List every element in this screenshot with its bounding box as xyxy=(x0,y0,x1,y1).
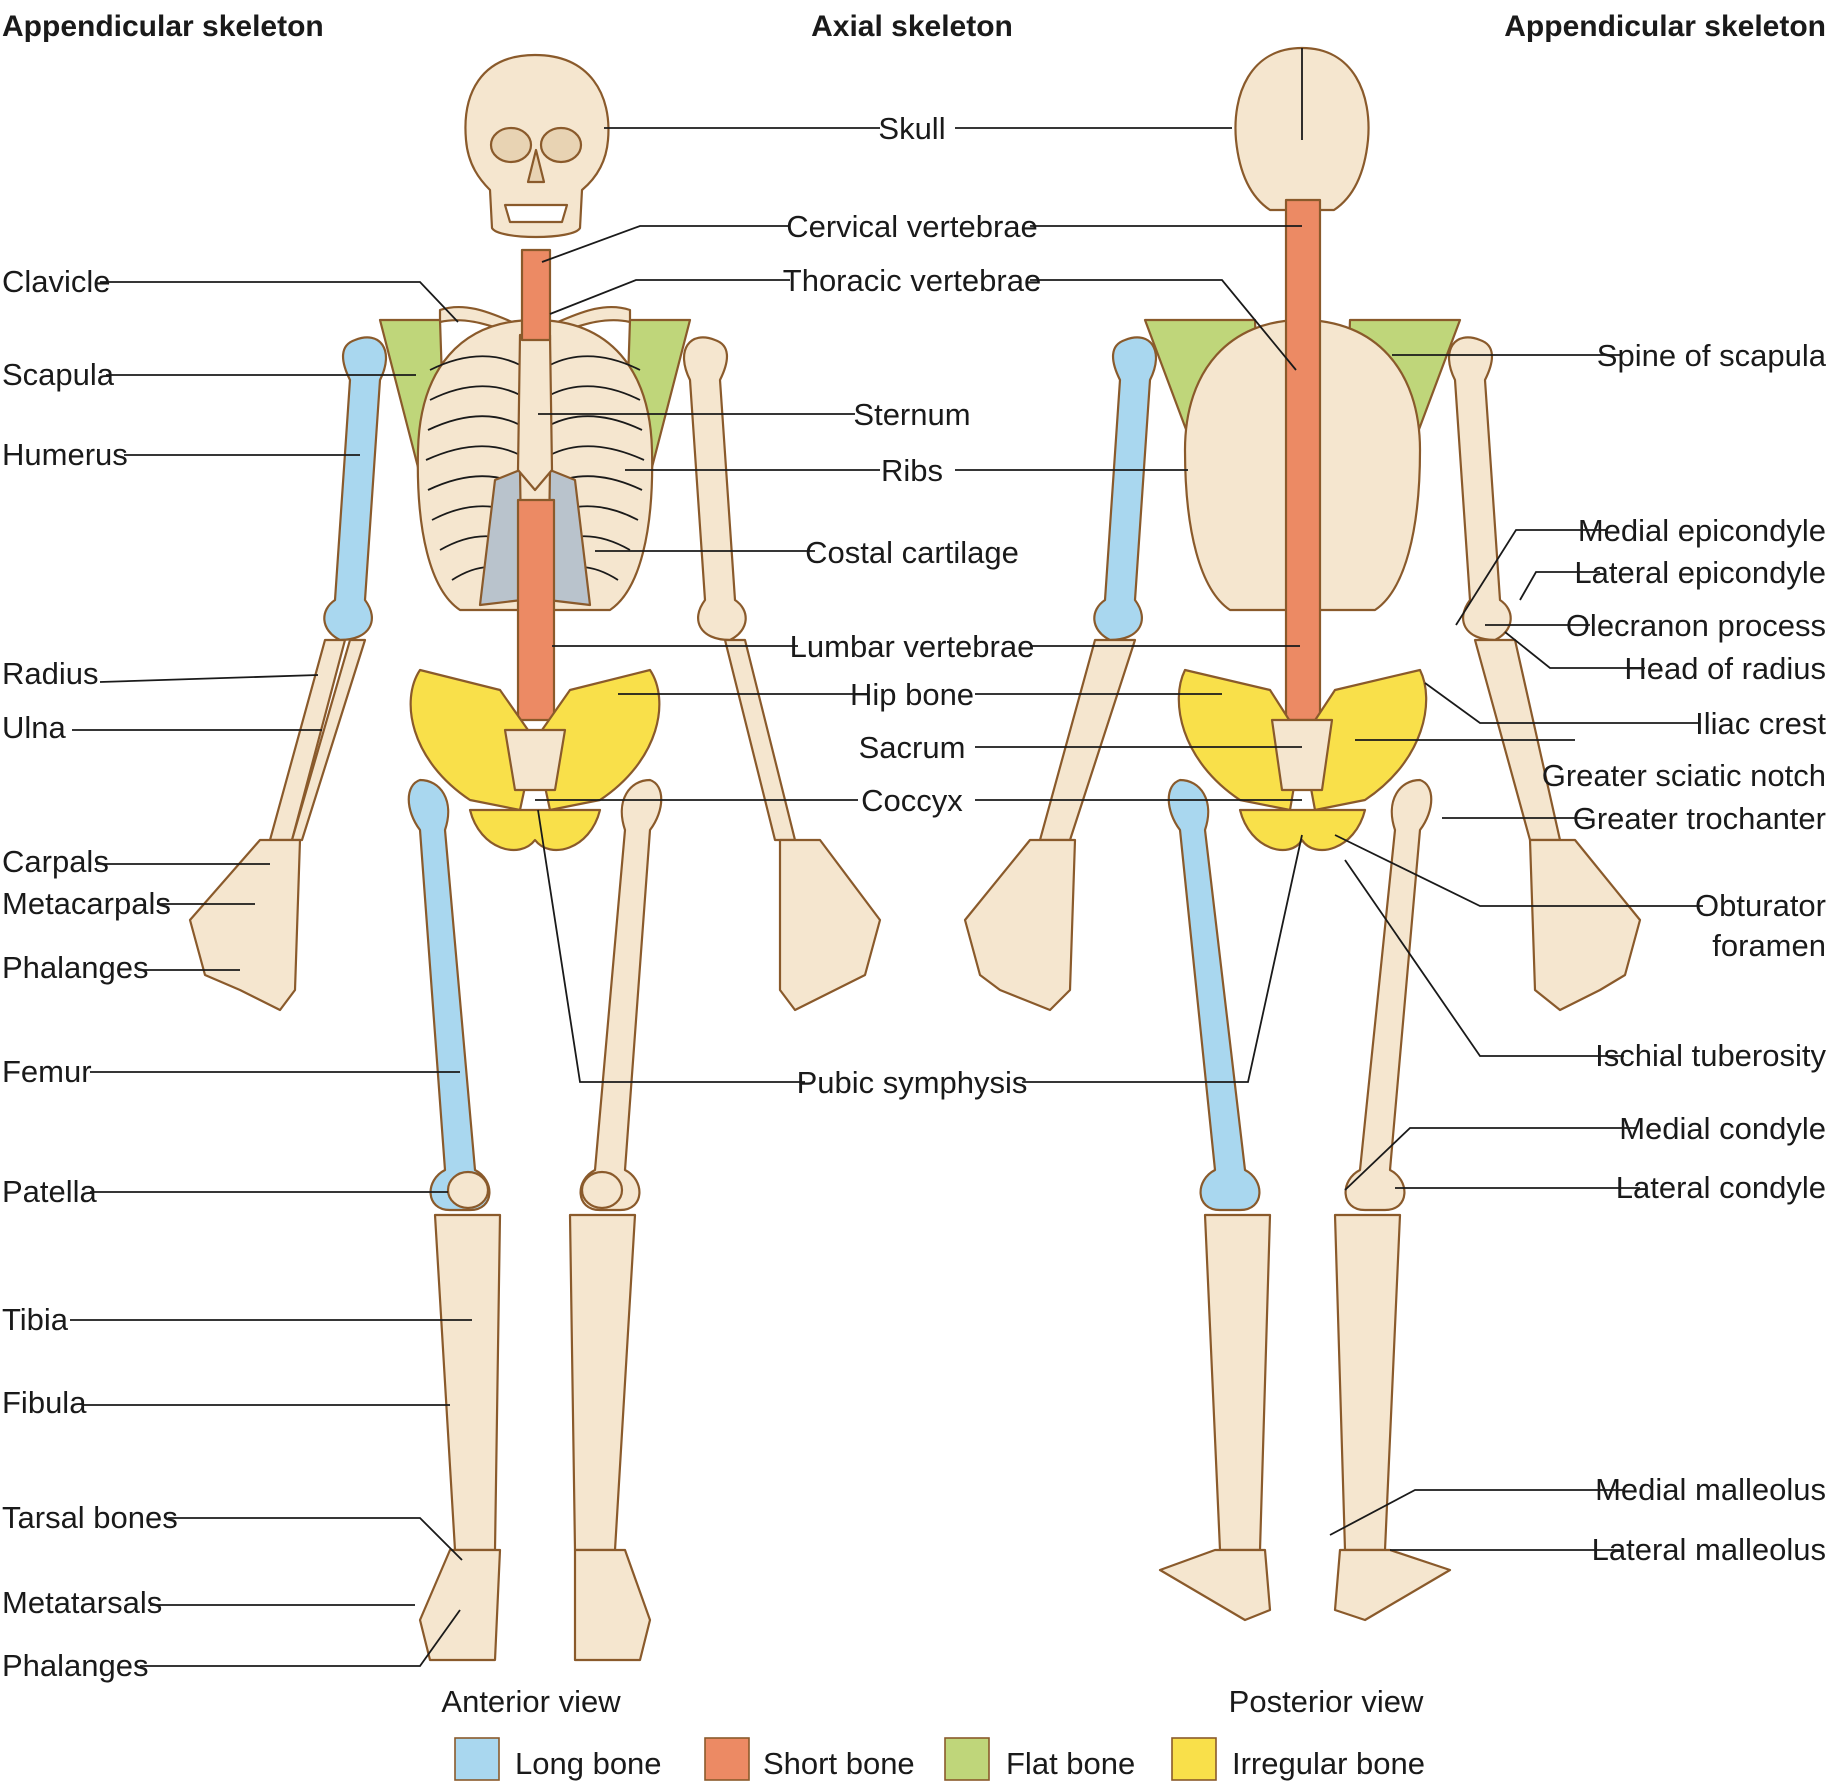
posterior-foot-left xyxy=(1158,1548,1272,1622)
label-ischial-tuberosity: Ischial tuberosity xyxy=(1595,1038,1826,1073)
anterior-leg-right xyxy=(568,1213,637,1552)
label-greater-sciatic-notch: Greater sciatic notch xyxy=(1542,758,1826,793)
legend-swatch-long-bone xyxy=(454,1737,500,1781)
label-pubic-symphysis: Pubic symphysis xyxy=(797,1065,1028,1100)
legend-label-flat-bone: Flat bone xyxy=(1006,1746,1135,1781)
posterior-humerus-right xyxy=(1447,336,1512,642)
label-radius: Radius xyxy=(2,656,99,691)
label-lateral-epicondyle: Lateral epicondyle xyxy=(1574,555,1826,590)
label-iliac-crest: Iliac crest xyxy=(1695,706,1826,741)
anterior-hand-right xyxy=(778,838,882,1012)
label-olecranon-process: Olecranon process xyxy=(1566,608,1826,643)
label-medial-condyle: Medial condyle xyxy=(1619,1111,1826,1146)
label-foramen: foramen xyxy=(1712,928,1826,963)
anterior-pelvis xyxy=(409,668,661,852)
legend-swatch-irregular-bone xyxy=(1171,1737,1217,1781)
caption-posterior-view: Posterior view xyxy=(1229,1684,1424,1719)
label-spine-of-scapula: Spine of scapula xyxy=(1597,338,1827,373)
anterior-foot-left xyxy=(418,1548,502,1662)
label-skull: Skull xyxy=(878,111,945,146)
legend-label-short-bone: Short bone xyxy=(763,1746,915,1781)
label-phalanges-hand: Phalanges xyxy=(2,950,149,985)
header-right: Appendicular skeleton xyxy=(1504,10,1826,43)
label-obturator: Obturator xyxy=(1695,888,1826,923)
label-greater-trochanter: Greater trochanter xyxy=(1573,801,1826,836)
label-patella: Patella xyxy=(2,1174,98,1209)
label-metacarpals: Metacarpals xyxy=(2,886,171,921)
label-scapula: Scapula xyxy=(2,357,115,392)
label-phalanges-foot: Phalanges xyxy=(2,1648,149,1683)
center-labels: Skull Cervical vertebrae Thoracic verteb… xyxy=(783,111,1041,1100)
label-fibula: Fibula xyxy=(2,1385,87,1420)
posterior-femur-left xyxy=(1167,778,1261,1212)
leader-lines xyxy=(70,127,1703,1667)
anterior-patella-left xyxy=(446,1170,490,1210)
posterior-femur-right xyxy=(1344,778,1433,1212)
anterior-humerus-right xyxy=(682,336,747,642)
legend-swatch-flat-bone xyxy=(944,1737,990,1781)
posterior-leg-left xyxy=(1203,1213,1272,1552)
label-clavicle: Clavicle xyxy=(2,264,111,299)
header-center: Axial skeleton xyxy=(811,10,1013,43)
header-left: Appendicular skeleton xyxy=(2,10,324,43)
legend-label-long-bone: Long bone xyxy=(515,1746,662,1781)
posterior-leg-right xyxy=(1333,1213,1402,1552)
label-sternum: Sternum xyxy=(853,397,970,432)
anterior-skull xyxy=(464,53,610,239)
anterior-leg-left xyxy=(433,1213,502,1552)
posterior-skull xyxy=(1234,46,1370,212)
legend-label-irregular-bone: Irregular bone xyxy=(1232,1746,1425,1781)
label-head-of-radius: Head of radius xyxy=(1624,651,1826,686)
label-medial-malleolus: Medial malleolus xyxy=(1595,1472,1826,1507)
anterior-patella-right xyxy=(580,1170,624,1210)
label-cervical-vertebrae: Cervical vertebrae xyxy=(786,209,1038,244)
label-thoracic-vertebrae: Thoracic vertebrae xyxy=(783,263,1041,298)
posterior-humerus-left xyxy=(1093,336,1158,642)
caption-anterior-view: Anterior view xyxy=(441,1684,621,1719)
anterior-femur-right xyxy=(579,778,663,1212)
anterior-ribcage xyxy=(416,318,654,612)
anterior-humerus-left xyxy=(323,336,388,642)
label-medial-epicondyle: Medial epicondyle xyxy=(1578,513,1826,548)
anterior-foot-right xyxy=(573,1548,652,1662)
label-tarsal-bones: Tarsal bones xyxy=(2,1500,178,1535)
label-ribs: Ribs xyxy=(881,453,943,488)
legend: Long bone Short bone Flat bone Irregular… xyxy=(454,1737,1425,1781)
left-labels: Clavicle Scapula Humerus Radius Ulna Car… xyxy=(2,264,178,1683)
anterior-femur-left xyxy=(407,778,491,1212)
posterior-hand-left xyxy=(963,838,1077,1012)
label-metatarsals: Metatarsals xyxy=(2,1585,162,1620)
right-labels: Spine of scapula Medial epicondyle Later… xyxy=(1542,338,1827,1567)
posterior-forearm-left xyxy=(1038,638,1137,842)
posterior-vertebral-column xyxy=(1284,198,1322,722)
label-femur: Femur xyxy=(2,1054,92,1089)
label-humerus: Humerus xyxy=(2,437,128,472)
label-costal-cartilage: Costal cartilage xyxy=(805,535,1019,570)
posterior-skeleton xyxy=(963,46,1642,1622)
label-hip-bone: Hip bone xyxy=(850,677,974,712)
posterior-foot-right xyxy=(1333,1548,1452,1622)
label-coccyx: Coccyx xyxy=(861,783,963,818)
posterior-hand-right xyxy=(1528,838,1642,1012)
anterior-skeleton xyxy=(188,53,882,1662)
legend-swatch-short-bone xyxy=(704,1737,750,1781)
label-carpals: Carpals xyxy=(2,844,109,879)
label-lateral-condyle: Lateral condyle xyxy=(1616,1170,1826,1205)
anterior-cervical-vertebrae xyxy=(520,248,552,342)
label-ulna: Ulna xyxy=(2,710,67,745)
anterior-lumbar-vertebrae xyxy=(516,498,556,722)
anterior-forearm-right xyxy=(723,638,797,842)
label-lumbar-vertebrae: Lumbar vertebrae xyxy=(790,629,1035,664)
label-lateral-malleolus: Lateral malleolus xyxy=(1592,1532,1826,1567)
label-sacrum: Sacrum xyxy=(859,730,966,765)
label-tibia: Tibia xyxy=(2,1302,69,1337)
anterior-hand-left xyxy=(188,838,302,1012)
